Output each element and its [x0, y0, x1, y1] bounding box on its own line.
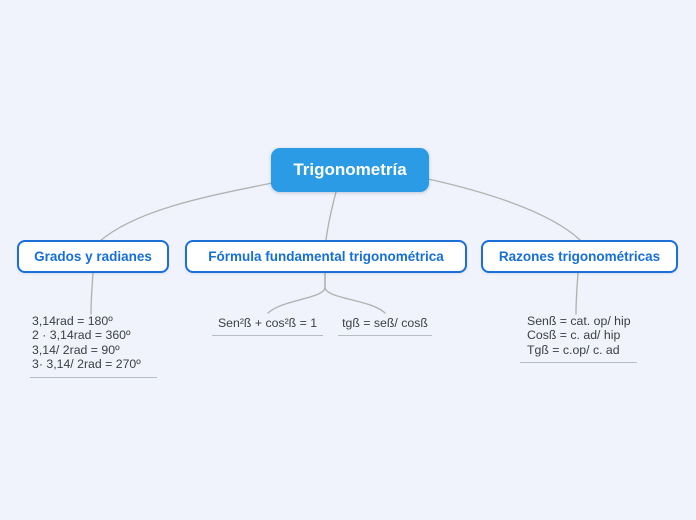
- connector-root-to-formula: [325, 191, 337, 241]
- connector-grados-to-leaf: [90, 272, 94, 315]
- leaf-line: 3· 3,14/ 2rad = 270º: [32, 357, 141, 372]
- node-root-label: Trigonometría: [293, 160, 407, 179]
- leaf-line: Sen²ß + cos²ß = 1: [217, 316, 318, 330]
- node-formula-label: Fórmula fundamental trigonométrica: [208, 249, 444, 264]
- node-razones-trigonometricas[interactable]: Razones trigonométricas: [481, 240, 678, 273]
- leaf-line: 3,14rad = 180º: [32, 314, 113, 328]
- leaf-formula-tangente[interactable]: tgß = seß/ cosß: [338, 316, 432, 337]
- leaf-line: Tgß = c.op/ c. ad: [527, 342, 620, 357]
- connector-formula-to-leaf-tg: [324, 271, 386, 314]
- connector-root-to-grados: [99, 182, 273, 242]
- leaf-line: Cosß = c. ad/ hip: [527, 328, 621, 343]
- leaf-grados-equivalencias[interactable]: 3,14rad = 180º 2 · 3,14rad = 360º 3,14/ …: [30, 314, 157, 378]
- node-formula-fundamental[interactable]: Fórmula fundamental trigonométrica: [185, 240, 467, 273]
- node-root-trigonometria[interactable]: Trigonometría: [271, 148, 429, 192]
- leaf-line: Senß = cat. op/ hip: [527, 314, 631, 328]
- node-grados-y-radianes[interactable]: Grados y radianes: [17, 240, 169, 273]
- connector-formula-to-leaf-sen: [267, 271, 326, 314]
- connector-razones-to-leaf: [575, 272, 579, 315]
- leaf-razones-definiciones[interactable]: Senß = cat. op/ hip Cosß = c. ad/ hip Tg…: [520, 314, 637, 364]
- connector-root-to-razones: [427, 178, 581, 241]
- node-razones-label: Razones trigonométricas: [498, 249, 661, 264]
- leaf-line: 3,14/ 2rad = 90º: [32, 342, 120, 357]
- leaf-line: 2 · 3,14rad = 360º: [32, 328, 131, 343]
- leaf-line: tgß = seß/ cosß: [342, 316, 428, 330]
- node-grados-label: Grados y radianes: [34, 249, 152, 264]
- leaf-formula-fundamental[interactable]: Sen²ß + cos²ß = 1: [212, 316, 323, 337]
